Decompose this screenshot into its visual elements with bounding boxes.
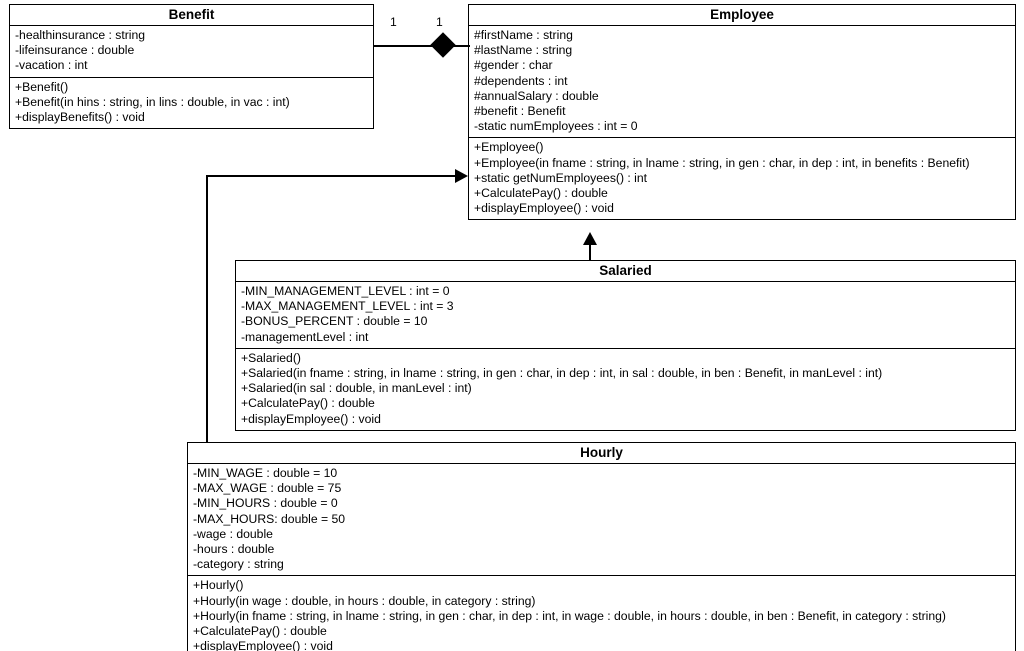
class-title-salaried: Salaried <box>236 261 1015 282</box>
class-attributes-hourly: -MIN_WAGE : double = 10 -MAX_WAGE : doub… <box>188 464 1015 575</box>
operation-line: +displayEmployee() : void <box>193 639 333 651</box>
attribute-line: -static numEmployees : int = 0 <box>474 119 638 134</box>
attribute-line: -BONUS_PERCENT : double = 10 <box>241 314 428 329</box>
attribute-line: -MIN_MANAGEMENT_LEVEL : int = 0 <box>241 284 450 298</box>
class-attributes-employee: #firstName : string #lastName : string #… <box>469 26 1015 137</box>
class-operations-hourly: +Hourly() +Hourly(in wage : double, in h… <box>188 575 1015 651</box>
class-box-hourly[interactable]: Hourly -MIN_WAGE : double = 10 -MAX_WAGE… <box>187 442 1016 651</box>
generalization-arrow-hourly-icon <box>455 169 468 183</box>
attribute-line: -MAX_MANAGEMENT_LEVEL : int = 3 <box>241 299 454 314</box>
multiplicity-employee-side: 1 <box>436 15 443 29</box>
edge-salaried-employee <box>589 245 591 261</box>
operation-line: +Salaried() <box>241 350 301 365</box>
attribute-line: #dependents : int <box>474 73 568 88</box>
operation-line: +Benefit() <box>15 79 69 94</box>
attribute-line: -MIN_HOURS : double = 0 <box>193 496 338 511</box>
operation-line: +CalculatePay() : double <box>193 624 327 639</box>
class-operations-employee: +Employee() +Employee(in fname : string,… <box>469 137 1015 219</box>
operation-line: +Salaried(in sal : double, in manLevel :… <box>241 381 472 396</box>
composition-diamond-icon <box>430 32 456 58</box>
edge-hourly-employee-horizontal <box>206 175 455 177</box>
attribute-line: #firstName : string <box>474 28 573 42</box>
attribute-line: -healthinsurance : string <box>15 28 146 42</box>
attribute-line: #lastName : string <box>474 43 573 58</box>
class-title-hourly: Hourly <box>188 443 1015 464</box>
attribute-line: -wage : double <box>193 526 273 541</box>
class-attributes-salaried: -MIN_MANAGEMENT_LEVEL : int = 0 -MAX_MAN… <box>236 282 1015 348</box>
operation-line: +Hourly(in wage : double, in hours : dou… <box>193 593 536 608</box>
operation-line: +static getNumEmployees() : int <box>474 170 648 185</box>
class-box-benefit[interactable]: Benefit -healthinsurance : string -lifei… <box>9 4 374 130</box>
attribute-line: -MAX_HOURS: double = 50 <box>193 511 346 526</box>
generalization-arrow-salaried-icon <box>583 232 597 245</box>
operation-line: +displayBenefits() : void <box>15 110 145 125</box>
operation-line: +CalculatePay() : double <box>474 186 608 201</box>
operation-line: +Employee(in fname : string, in lname : … <box>474 155 970 170</box>
attribute-line: -category : string <box>193 557 284 572</box>
attribute-line: -hours : double <box>193 542 275 557</box>
multiplicity-benefit-side: 1 <box>390 15 397 29</box>
attribute-line: #benefit : Benefit <box>474 104 566 119</box>
attribute-line: -MIN_WAGE : double = 10 <box>193 466 338 480</box>
class-operations-benefit: +Benefit() +Benefit(in hins : string, in… <box>10 76 373 129</box>
operation-line: +Hourly() <box>193 578 244 593</box>
class-box-salaried[interactable]: Salaried -MIN_MANAGEMENT_LEVEL : int = 0… <box>235 260 1016 431</box>
operation-line: +Employee() <box>474 140 544 155</box>
operation-line: +Hourly(in fname : string, in lname : st… <box>193 608 946 623</box>
class-attributes-benefit: -healthinsurance : string -lifeinsurance… <box>10 26 373 77</box>
class-title-benefit: Benefit <box>10 5 373 26</box>
attribute-line: #annualSalary : double <box>474 88 599 103</box>
attribute-line: #gender : char <box>474 58 553 73</box>
operation-line: +displayEmployee() : void <box>241 411 381 426</box>
attribute-line: -MAX_WAGE : double = 75 <box>193 481 342 496</box>
attribute-line: -vacation : int <box>15 58 88 73</box>
operation-line: +CalculatePay() : double <box>241 396 375 411</box>
class-title-employee: Employee <box>469 5 1015 26</box>
edge-benefit-employee <box>374 45 470 47</box>
operation-line: +displayEmployee() : void <box>474 201 614 216</box>
class-box-employee[interactable]: Employee #firstName : string #lastName :… <box>468 4 1016 221</box>
class-operations-salaried: +Salaried() +Salaried(in fname : string,… <box>236 347 1015 430</box>
operation-line: +Benefit(in hins : string, in lins : dou… <box>15 94 290 109</box>
attribute-line: -managementLevel : int <box>241 329 369 344</box>
attribute-line: -lifeinsurance : double <box>15 43 135 58</box>
edge-hourly-employee-vertical <box>206 175 208 443</box>
operation-line: +Salaried(in fname : string, in lname : … <box>241 366 883 381</box>
